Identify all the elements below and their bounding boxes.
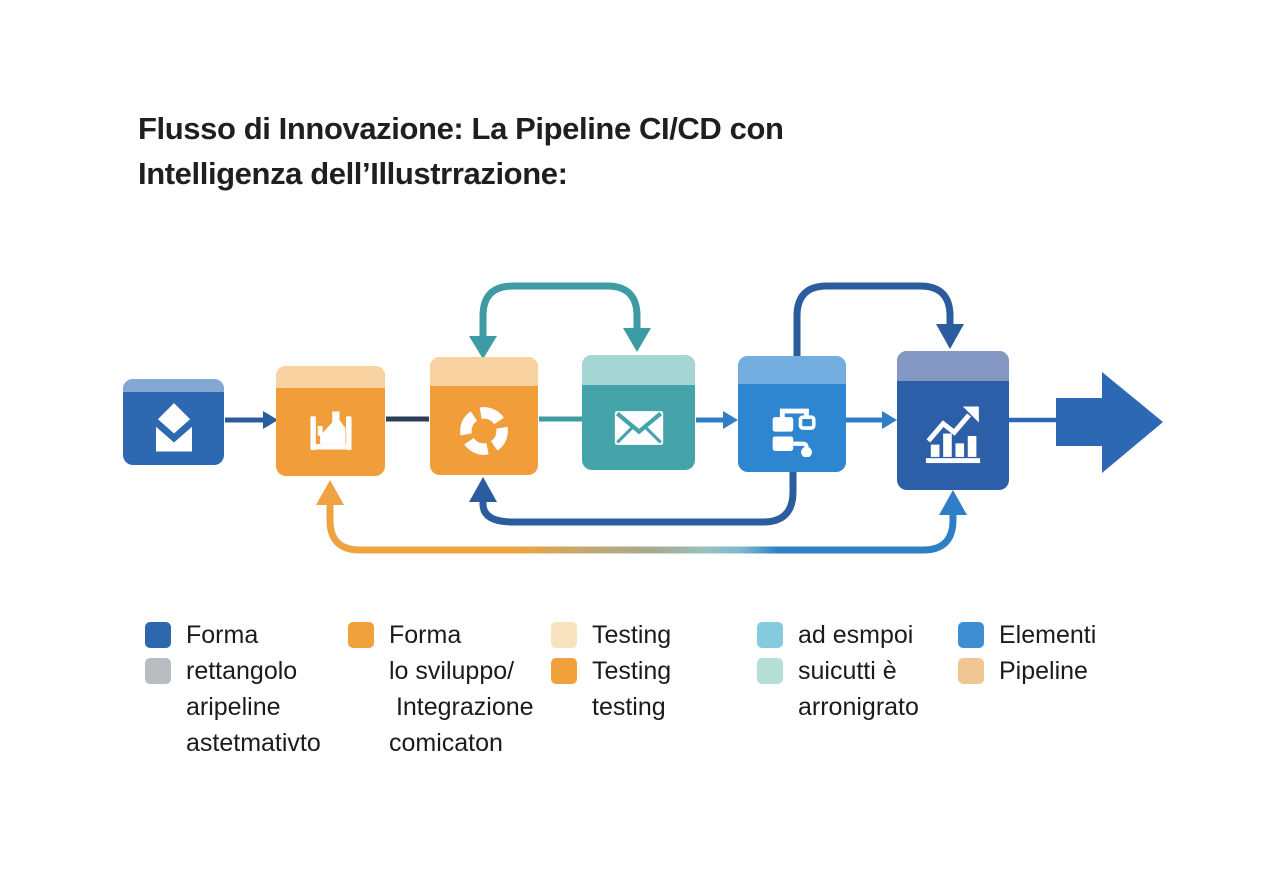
legend-swatch-mint: [757, 658, 783, 684]
pipeline-step-1-header-band: [123, 379, 224, 392]
arc-top-teal-arrowhead-left: [469, 336, 497, 359]
cycle-icon: [460, 406, 508, 455]
legend-label: lo sviluppo/: [389, 656, 515, 685]
analytics-chart-icon: [925, 405, 981, 463]
legend-swatch-cream: [551, 622, 577, 648]
legend-item: Pipeline: [958, 653, 1096, 689]
legend-column-5: Elementi Pipeline: [958, 617, 1096, 689]
legend-label: Pipeline: [999, 656, 1088, 685]
legend-label: rettangolo: [186, 656, 298, 685]
legend-item: astetmativto: [145, 725, 321, 761]
legend-item: Testing: [551, 617, 671, 653]
legend-item: ad esmpoi: [757, 617, 919, 653]
legend-item: Forma: [348, 617, 534, 653]
legend-item: Elementi: [958, 617, 1096, 653]
build-machine-icon: [309, 411, 352, 451]
pipeline-step-4: [582, 355, 695, 470]
legend-item: rettangolo: [145, 653, 321, 689]
legend-column-1: Forma rettangolo aripeline astetmativto: [145, 617, 321, 761]
legend-swatch-tan: [958, 658, 984, 684]
pipeline-step-3: [430, 357, 538, 475]
legend-label: Forma: [389, 620, 462, 649]
legend-item: testing: [551, 689, 671, 725]
connector-5-6-arrowhead: [882, 411, 897, 429]
legend-swatch-orange2: [551, 658, 577, 684]
page-title: Flusso di Innovazione: La Pipeline CI/CD…: [138, 106, 958, 196]
mail-envelope-icon: [614, 410, 663, 445]
legend-label: ad esmpoi: [798, 620, 914, 649]
legend-item: Testing: [551, 653, 671, 689]
arc-top-teal-arrowhead-right: [623, 328, 651, 352]
arc-bottom-gradient: [326, 503, 957, 554]
arc-top-navy: [793, 282, 954, 358]
legend-item: Forma: [145, 617, 321, 653]
legend-column-4: ad esmpoi suicutti è arronigrato: [757, 617, 919, 725]
arc-bottom-gradient-arrowhead-left: [316, 480, 344, 505]
pipeline-step-6: [897, 351, 1009, 490]
pipeline-step-5: [738, 356, 846, 472]
arc-bottom-navy-arrowhead: [469, 477, 497, 502]
connector-4-5-arrowhead: [723, 411, 738, 429]
inbox-receive-icon: [151, 402, 196, 451]
legend-column-3: Testing Testing testing: [551, 617, 671, 725]
legend-label: Elementi: [999, 620, 1097, 649]
legend-label: Testing: [592, 620, 672, 649]
legend-item: Integrazione: [348, 689, 534, 725]
legend-label: Integrazione: [389, 692, 534, 721]
pipeline-step-2-header-band: [276, 366, 385, 388]
pipeline-step-4-header-band: [582, 355, 695, 385]
legend-label: comicaton: [389, 728, 503, 757]
legend-swatch-medblue: [958, 622, 984, 648]
legend-swatch-lightblue: [757, 622, 783, 648]
pipeline-step-2: [276, 366, 385, 476]
arc-top-navy-arrowhead: [936, 324, 964, 349]
pipeline-step-6-header-band: [897, 351, 1009, 381]
arc-top-teal: [479, 282, 641, 338]
legend-label: astetmativto: [186, 728, 321, 757]
legend-item: comicaton: [348, 725, 534, 761]
legend-label: testing: [592, 692, 666, 721]
legend-item: arronigrato: [757, 689, 919, 725]
legend-label: Forma: [186, 620, 259, 649]
page-title-line1: Flusso di Innovazione: La Pipeline CI/CD…: [138, 111, 784, 146]
legend-label: aripeline: [186, 692, 281, 721]
arc-bottom-gradient-arrowhead-right: [939, 490, 967, 515]
pipeline-step-3-header-band: [430, 357, 538, 386]
legend-column-2: Forma lo sviluppo/ Integrazione comicato…: [348, 617, 534, 761]
legend-item: suicutti è: [757, 653, 919, 689]
legend-item: lo sviluppo/: [348, 653, 534, 689]
legend-label: Testing: [592, 656, 672, 685]
workflow-icon: [772, 408, 816, 457]
legend-item: aripeline: [145, 689, 321, 725]
legend-label: suicutti è: [798, 656, 897, 685]
legend-swatch-orange: [348, 622, 374, 648]
pipeline-step-1: [123, 379, 224, 465]
page-title-line2: Intelligenza dell’Illustrrazione:: [138, 156, 568, 191]
arc-bottom-navy: [479, 470, 797, 526]
legend-swatch-blue: [145, 622, 171, 648]
final-output-arrow: [1056, 372, 1163, 473]
legend-label: arronigrato: [798, 692, 919, 721]
legend-swatch-gray: [145, 658, 171, 684]
pipeline-step-5-header-band: [738, 356, 846, 384]
